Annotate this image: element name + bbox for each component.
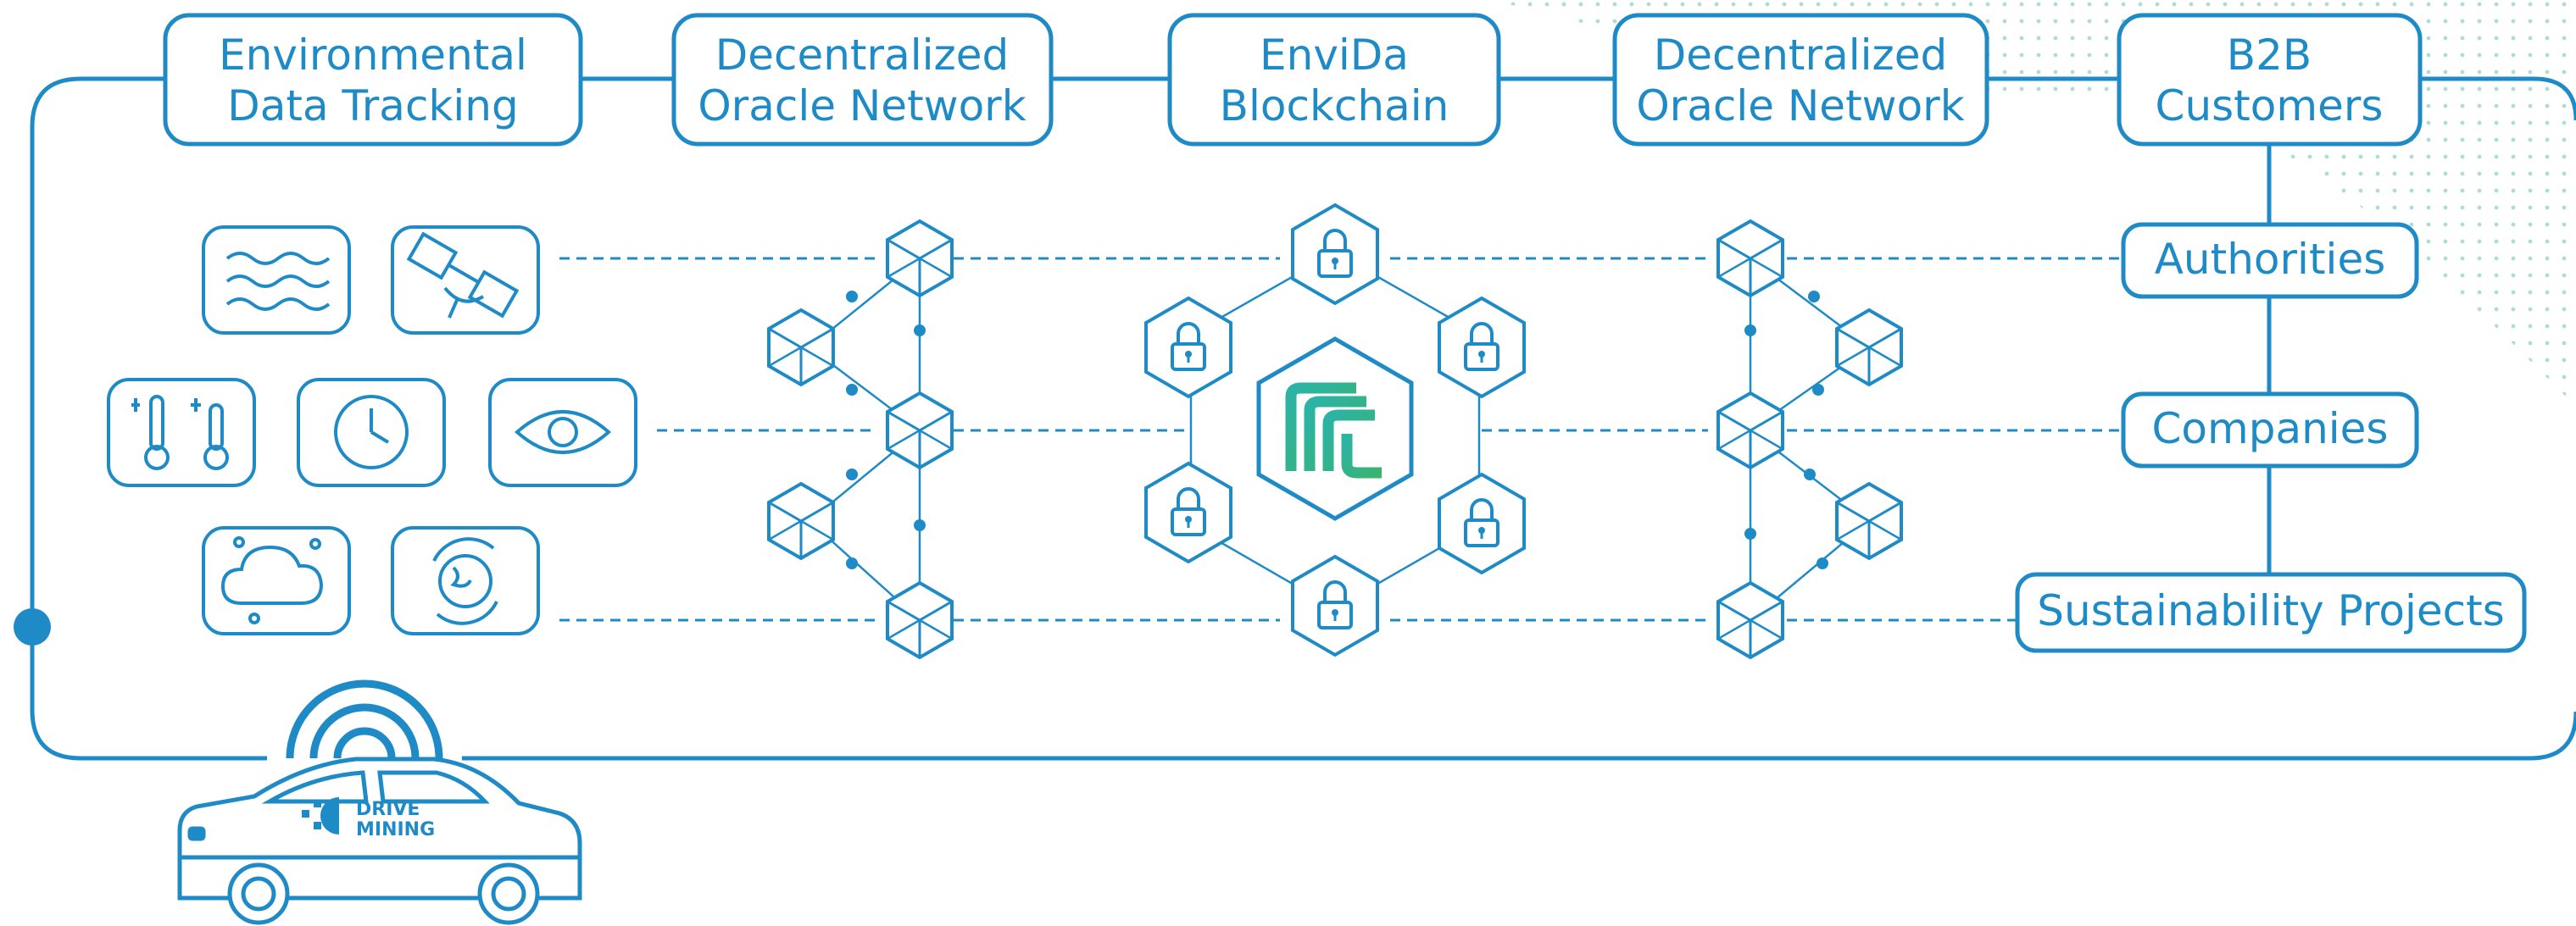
sensor-icons	[107, 225, 637, 635]
dashed-flow-lines	[559, 257, 2123, 622]
padlock-icon	[1144, 462, 1232, 563]
loop-start-dot	[14, 608, 51, 646]
drive-label: DRIVE	[356, 799, 420, 820]
eye-icon	[488, 378, 637, 487]
stage-4-line2: Oracle Network	[1636, 81, 1964, 130]
vehicle: DRIVE MINING	[177, 679, 582, 925]
customer-label-companies: Companies	[2152, 404, 2389, 453]
water-waves-icon	[202, 225, 351, 335]
stage-5-line1: B2B	[2227, 30, 2312, 80]
cube-icon	[1835, 482, 1903, 560]
drive-mining-logo: DRIVE MINING	[302, 797, 435, 840]
stage-4-line1: Decentralized	[1654, 30, 1948, 80]
padlock-icon	[1438, 297, 1526, 398]
customer-sustainability-projects: Sustainability Projects	[2015, 572, 2527, 653]
cube-icon	[1716, 581, 1784, 659]
flow-loop	[30, 76, 2576, 761]
customer-companies: Companies	[2121, 391, 2419, 469]
cloud-icon	[202, 526, 351, 635]
customer-authorities: Authorities	[2121, 222, 2419, 299]
satellite-icon	[391, 225, 540, 335]
cube-icon	[886, 391, 954, 469]
stage-b2b-customers: B2B Customers	[2117, 13, 2423, 147]
padlock-icon	[1291, 203, 1379, 305]
envida-blockchain-hub	[1144, 203, 1526, 657]
cube-icon	[767, 482, 835, 560]
stage-1-line1: Environmental	[219, 30, 527, 80]
envida-logo	[1285, 382, 1382, 479]
cube-icon	[1835, 308, 1903, 386]
stage-2-line2: Oracle Network	[698, 81, 1026, 130]
cube-icon	[886, 581, 954, 659]
stage-decentralized-oracle-network-1: Decentralized Oracle Network	[671, 13, 1054, 147]
padlock-icon	[1291, 555, 1379, 657]
cube-icon	[767, 308, 835, 386]
padlock-icon	[1144, 297, 1232, 398]
cube-icon	[1716, 219, 1784, 297]
customer-label-sustainability: Sustainability Projects	[2037, 586, 2505, 635]
padlock-icon	[1438, 473, 1526, 574]
cube-icon	[1716, 391, 1784, 469]
stage-3-line2: Blockchain	[1220, 81, 1449, 130]
oracle-network-left	[767, 219, 954, 659]
clock-icon	[297, 378, 446, 487]
car-icon	[177, 757, 582, 925]
stage-3-line1: EnviDa	[1260, 30, 1409, 80]
oracle-network-right	[1716, 219, 1903, 659]
customer-label-authorities: Authorities	[2155, 235, 2386, 284]
stage-2-line1: Decentralized	[715, 30, 1010, 80]
mining-label: MINING	[356, 819, 435, 840]
globe-recycle-icon	[391, 526, 540, 635]
cube-icon	[886, 219, 954, 297]
stage-5-line2: Customers	[2156, 81, 2384, 130]
stage-1-line2: Data Tracking	[227, 81, 518, 130]
stage-envida-blockchain: EnviDa Blockchain	[1167, 13, 1501, 147]
stage-decentralized-oracle-network-2: Decentralized Oracle Network	[1612, 13, 1989, 147]
customers-column: Authorities Companies Sustainability Pro…	[2015, 144, 2527, 653]
thermometer-icon	[107, 378, 256, 487]
signal-waves-icon	[286, 679, 443, 759]
stage-environmental-data-tracking: Environmental Data Tracking	[163, 13, 583, 147]
